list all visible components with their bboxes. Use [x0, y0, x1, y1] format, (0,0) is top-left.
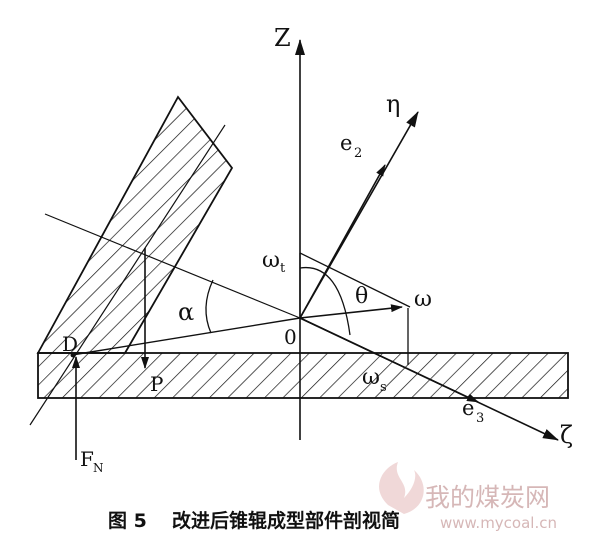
- label-alpha: α: [178, 298, 194, 326]
- label-theta: θ: [355, 284, 368, 309]
- cone-roller-section: [36, 95, 234, 354]
- d-to-origin-line: [71, 317, 301, 356]
- label-e3-sub: 3: [476, 411, 484, 426]
- label-omega-t: ω: [262, 248, 280, 273]
- watermark-url: www.mycoal.cn: [440, 514, 557, 532]
- omega-t-component: [299, 252, 411, 308]
- e2-vector: [299, 164, 386, 319]
- label-e3: e: [462, 396, 474, 420]
- caption-figure-number: 图 5: [108, 510, 147, 532]
- label-p: P: [150, 372, 163, 396]
- point-d-marker: [70, 352, 76, 358]
- label-omega-s: ω: [362, 365, 380, 390]
- label-d: D: [62, 332, 78, 356]
- theta-arc: [299, 266, 351, 336]
- label-omega-s-sub: s: [380, 380, 387, 395]
- label-omega-t-sub: t: [280, 261, 286, 276]
- watermark-logo-icon: [379, 462, 424, 514]
- label-e2-sub: 2: [354, 146, 362, 161]
- omega-vector: [299, 304, 403, 319]
- watermark-text: 我的煤炭网: [425, 483, 550, 512]
- cone-edge-line: [44, 213, 301, 319]
- label-zeta: ζ: [560, 421, 573, 449]
- base-plate: [37, 352, 569, 399]
- alpha-arc: [205, 279, 214, 334]
- label-fn: F: [80, 447, 94, 471]
- label-fn-sub: N: [93, 461, 104, 475]
- label-e2: e: [340, 131, 352, 155]
- caption-title: 改进后锥辊成型部件剖视简: [172, 509, 400, 532]
- label-eta: η: [386, 90, 400, 118]
- label-z: Z: [274, 24, 291, 52]
- label-omega: ω: [414, 287, 432, 312]
- roller-generatrix-line: [29, 124, 226, 426]
- label-origin: 0: [284, 325, 297, 349]
- e3-vector: [299, 317, 479, 403]
